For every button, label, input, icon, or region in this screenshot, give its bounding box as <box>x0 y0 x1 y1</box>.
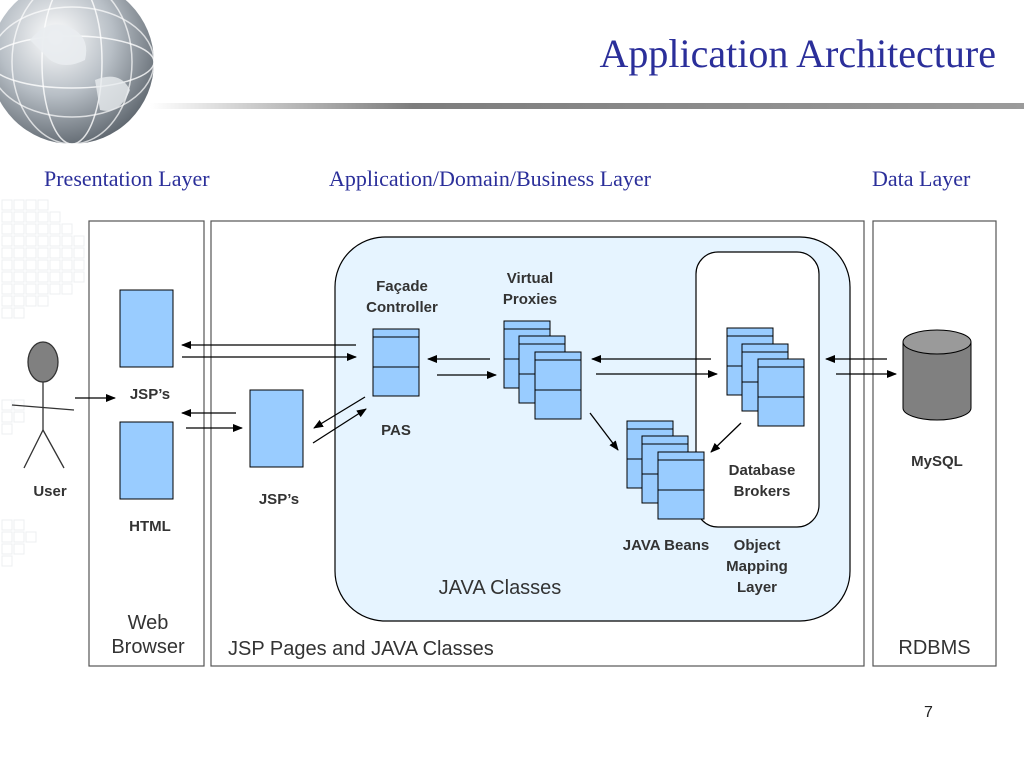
browser-jsp-page <box>119 289 174 368</box>
browser-jsps-label: JSP’s <box>129 386 171 403</box>
database-brokers-label: Database Brokers <box>712 460 812 502</box>
java-beans-label: JAVA Beans <box>622 537 710 554</box>
db-brokers-label-line2: Brokers <box>733 483 791 500</box>
virtual-label-line1: Virtual <box>506 270 554 287</box>
db-brokers-label-line1: Database <box>728 462 796 479</box>
rdbms-box <box>872 220 997 667</box>
oml-label-line1: Object <box>733 537 781 554</box>
oml-label-line2: Mapping <box>726 558 788 575</box>
user-stick-figure <box>11 341 75 469</box>
slide-title: Application Architecture <box>599 31 996 76</box>
jsp-pages-label: JSP Pages and JAVA Classes <box>228 638 494 660</box>
virtual-proxies-label: Virtual Proxies <box>485 268 575 310</box>
facade-controller-class <box>372 328 420 397</box>
facade-label-line2: Controller <box>366 299 438 316</box>
oml-label-line3: Layer <box>736 579 778 596</box>
server-jsps-label: JSP’s <box>258 491 300 508</box>
arrow-facade-to-server-jsp <box>313 396 366 429</box>
html-label: HTML <box>129 518 171 535</box>
title-rule <box>150 103 1024 109</box>
pas-label: PAS <box>381 422 411 439</box>
facade-controller-label: Façade Controller <box>352 276 452 318</box>
presentation-layer-heading: Presentation Layer <box>44 166 210 191</box>
rdbms-label: RDBMS <box>898 637 971 659</box>
database-brokers-stack <box>726 327 805 427</box>
java-classes-label: JAVA Classes <box>438 577 562 599</box>
mysql-label: MySQL <box>911 453 963 470</box>
application-layer-heading: Application/Domain/Business Layer <box>329 166 651 191</box>
object-mapping-layer-label: Object Mapping Layer <box>712 535 802 598</box>
java-beans-stack <box>626 420 705 520</box>
user-label: User <box>33 483 67 500</box>
browser-html-page <box>119 421 174 500</box>
virtual-label-line2: Proxies <box>502 291 558 308</box>
mysql-database-icon <box>902 329 972 421</box>
arrow-proxies-to-beans <box>589 412 619 451</box>
server-jsp-page <box>249 389 304 468</box>
virtual-proxies-stack <box>503 320 582 420</box>
data-layer-heading: Data Layer <box>872 166 971 191</box>
web-browser-label-line2: Browser <box>111 636 185 658</box>
facade-label-line1: Façade <box>376 278 428 295</box>
page-number: 7 <box>924 704 933 721</box>
arrow-server-jsp-to-facade <box>312 408 367 444</box>
web-browser-label: Web Browser <box>96 611 200 659</box>
globe-logo <box>0 0 155 145</box>
arrow-brokers-to-beans <box>710 422 742 453</box>
web-browser-label-line1: Web <box>127 612 169 634</box>
